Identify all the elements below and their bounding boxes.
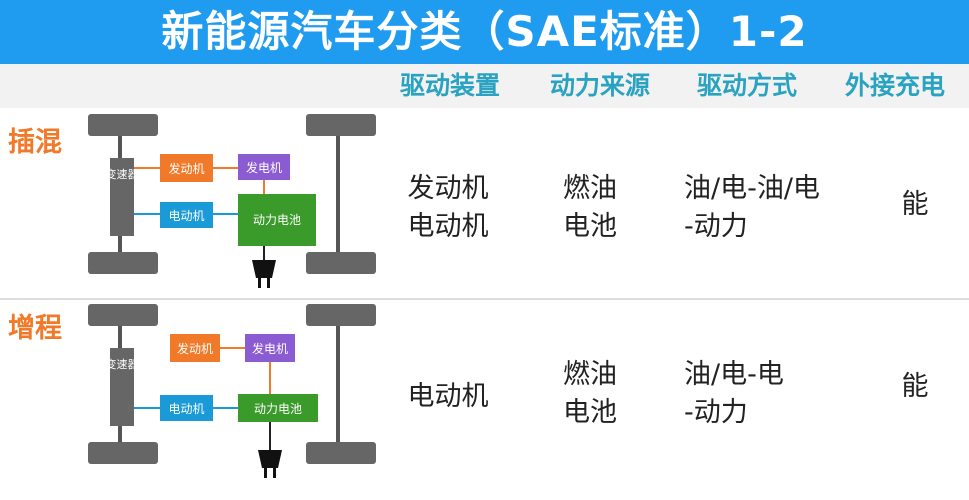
plug-pin-left [258,278,261,288]
column-header-row: 驱动装置 动力来源 驱动方式 外接充电 [0,64,969,108]
drive-mode-line: -动力 [684,211,748,242]
power-source-line: 电池 [563,397,617,428]
power-source-line: 燃油 [563,173,617,204]
battery-box [238,394,318,422]
plug-pin-right [267,278,270,288]
wheel-front-left [88,114,158,136]
charging-cell: 能 [901,371,929,402]
plug-pin-right [273,468,276,478]
engine-box [170,334,220,362]
wheel-front-right [306,304,376,326]
wheel-rear-left [88,252,158,274]
motor-label: 电动机 [168,209,204,223]
power-source-line: 电池 [563,211,617,242]
drive-mode-line: -动力 [684,397,748,428]
plug-pin-left [264,468,267,478]
drive-device-line: 电动机 [407,381,489,412]
generator-box [238,154,290,180]
table-row-phev: 插混 变速器 发动机 发电机 电动机 动力电池 [0,108,969,298]
transmission-label-1: 变速器 [106,357,139,371]
column-header-drive-mode: 驱动方式 [696,71,797,100]
drive-mode-line: 油/电-电 [684,359,784,390]
charging-cell: 能 [901,189,929,220]
table-row-erev: 增程 变速器 发动机 发电机 电动机 动力电池 电动机 燃油 电池 油/电-电 … [0,298,969,490]
battery-box [238,194,316,246]
powertrain-diagram-phev: 变速器 发动机 发电机 电动机 动力电池 [88,114,376,288]
battery-label: 动力电池 [254,402,302,416]
power-source-cell: 燃油 电池 [535,170,645,246]
row-label: 增程 [8,313,62,344]
header-bar: 新能源汽车分类（SAE标准）1-2 [0,0,969,64]
motor-box [160,202,213,228]
drive-device-cell: 发动机 电动机 [393,170,503,246]
generator-box [245,334,295,362]
column-header-power-source: 动力来源 [549,71,650,100]
page-title: 新能源汽车分类（SAE标准）1-2 [161,7,808,56]
wheel-rear-right [306,252,376,274]
motor-label: 电动机 [168,402,204,416]
wheel-front-right [306,114,376,136]
engine-box [160,154,213,182]
generator-label: 发电机 [252,341,288,356]
wheel-rear-left [88,442,158,464]
powertrain-diagram-erev: 变速器 发动机 发电机 电动机 动力电池 [88,304,376,478]
engine-label: 发动机 [177,341,213,356]
drive-device-line: 电动机 [407,211,489,242]
drive-mode-cell: 油/电-电 -动力 [684,356,854,432]
transmission-box [110,348,134,426]
charging-plug-icon [258,450,282,468]
drive-device-line: 发动机 [407,173,489,204]
transmission-label-1: 变速器 [106,167,139,181]
engine-label: 发动机 [168,161,204,176]
drive-mode-cell: 油/电-油/电 -动力 [684,170,854,246]
power-source-line: 燃油 [563,359,617,390]
charging-plug-icon [252,260,276,278]
generator-label: 发电机 [246,160,282,175]
drive-mode-line: 油/电-油/电 [684,173,820,204]
column-header-charging: 外接充电 [844,71,945,100]
power-source-cell: 燃油 电池 [535,356,645,432]
row-label: 插混 [8,127,62,158]
wheel-front-left [88,304,158,326]
wheel-rear-right [306,442,376,464]
drive-device-cell: 电动机 [393,378,503,416]
battery-label: 动力电池 [253,213,301,227]
column-header-drive-device: 驱动装置 [399,71,500,100]
motor-box [160,395,213,421]
transmission-box [110,158,134,236]
